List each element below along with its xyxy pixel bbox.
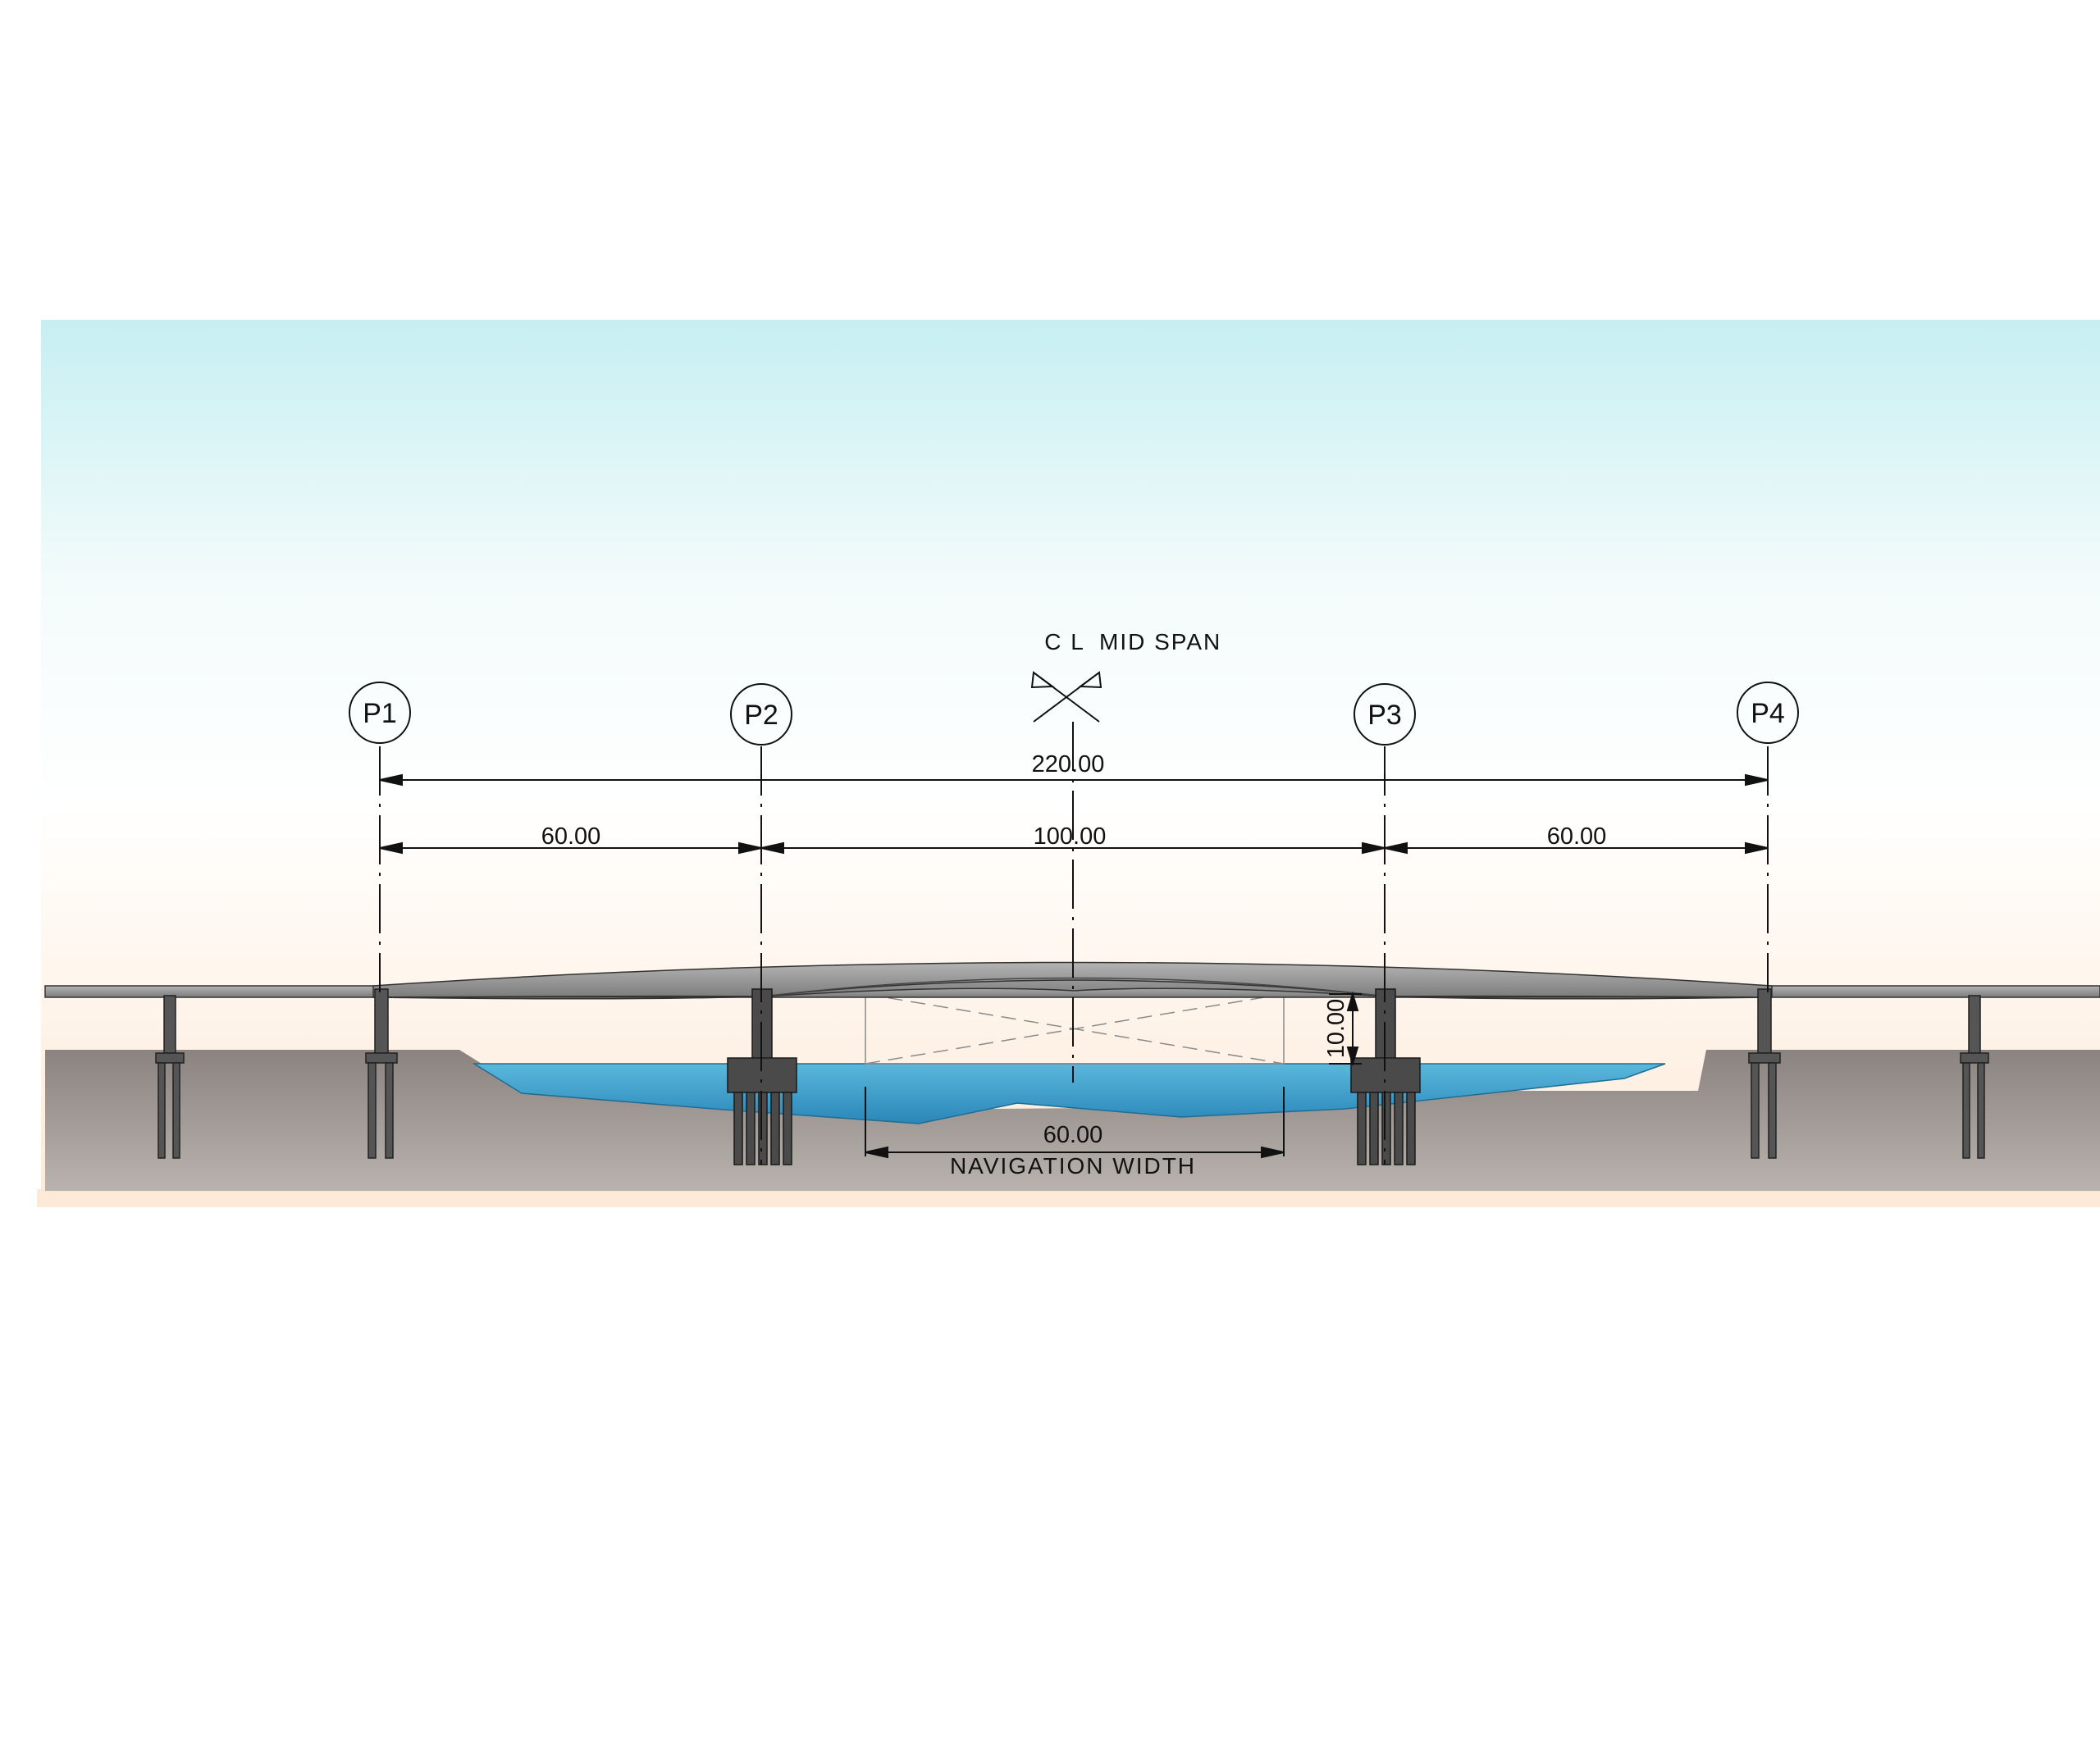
bridge-deck: [44, 961, 2100, 1000]
overall-span-dimension: 220.00: [1032, 751, 1105, 778]
centerline-symbol: [1030, 671, 1102, 723]
centerline-symbol-text: C L: [1044, 629, 1085, 654]
pier-p1-structure: [365, 988, 398, 1159]
overall-dimension-line: [379, 773, 1769, 787]
span-dimension-line: [379, 841, 1769, 855]
vertical-clearance-line: [1329, 991, 1362, 1067]
pier-label-p1: P1: [363, 698, 397, 729]
ground: [45, 1050, 2100, 1191]
navigation-width-label: NAVIGATION WIDTH: [950, 1153, 1196, 1179]
pier-marker-p3: P3: [1354, 683, 1416, 746]
approach-pier-right: [1960, 995, 1989, 1159]
pier-p4-structure: [1748, 988, 1781, 1159]
pier-label-p2: P2: [744, 700, 778, 731]
side-span-left-dimension: 60.00: [541, 823, 601, 850]
main-span-dimension: 100.00: [1034, 823, 1107, 850]
centerline-label: MID SPAN: [1099, 629, 1221, 654]
bottom-strip: [37, 1189, 2100, 1207]
pier-marker-p2: P2: [730, 683, 792, 746]
side-span-right-dimension: 60.00: [1547, 823, 1607, 850]
pier-label-p3: P3: [1367, 700, 1402, 731]
navigation-width-line: [865, 1087, 1285, 1159]
approach-pier-left: [155, 995, 185, 1159]
pier-marker-p4: P4: [1737, 682, 1799, 744]
pier-marker-p1: P1: [349, 682, 411, 744]
pier-label-p4: P4: [1751, 698, 1785, 729]
vertical-clearance-dimension: 10.00: [1323, 999, 1349, 1059]
navigation-width-dimension: 60.00: [1043, 1122, 1103, 1148]
pier-axis-lines: [379, 722, 1769, 1165]
